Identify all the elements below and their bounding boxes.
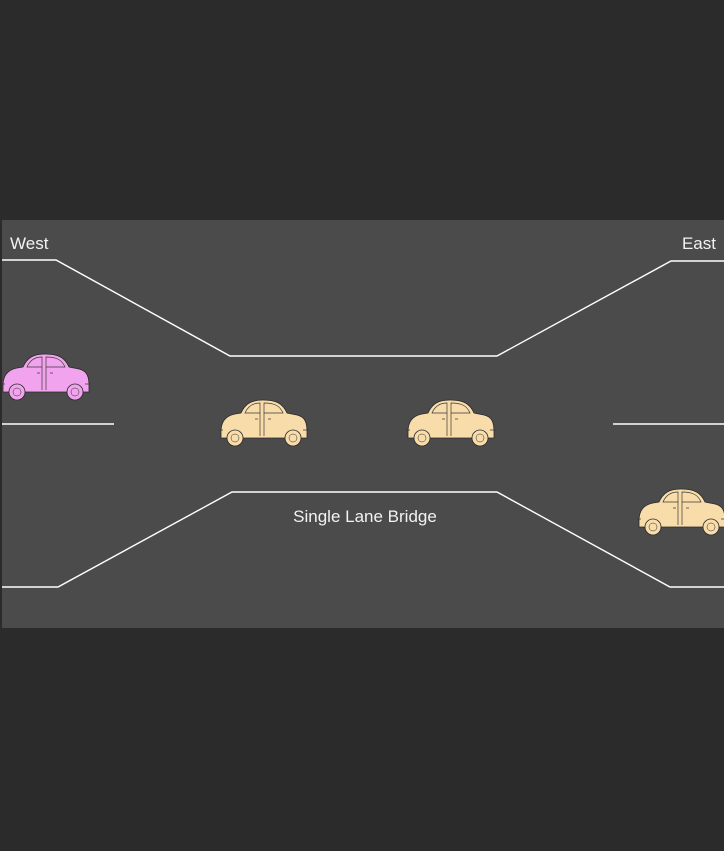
lower-road-edge — [2, 491, 724, 588]
upper-road-edge — [2, 259, 724, 357]
east-label: East — [682, 234, 716, 253]
west-label: West — [10, 234, 49, 253]
road-panel — [2, 220, 724, 628]
bridge-label: Single Lane Bridge — [293, 507, 437, 526]
